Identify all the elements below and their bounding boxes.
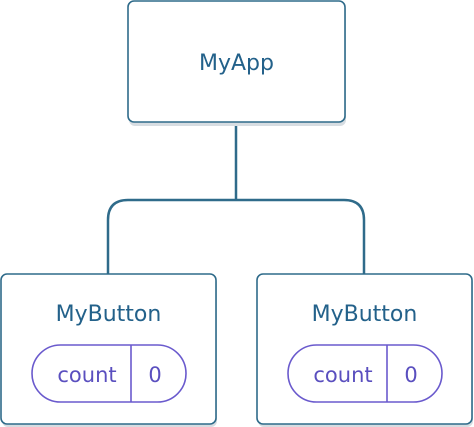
node-mybutton-right: MyButton count 0	[256, 273, 473, 427]
state-pill-right: count 0	[287, 344, 443, 403]
node-mybutton-left-label: MyButton	[56, 302, 162, 327]
state-name-right: count	[313, 363, 372, 387]
state-pill-left-outline	[31, 344, 187, 403]
node-myapp-box	[127, 0, 346, 123]
state-name-left: count	[57, 363, 116, 387]
tree-connectors	[106, 122, 366, 274]
node-myapp-label: MyApp	[199, 51, 274, 76]
state-pill-left: count 0	[31, 344, 187, 403]
state-value-left: 0	[148, 363, 161, 387]
state-pill-right-outline	[287, 344, 443, 403]
node-mybutton-right-label: MyButton	[312, 302, 418, 327]
node-mybutton-left: MyButton count 0	[0, 273, 217, 427]
state-value-right: 0	[404, 363, 417, 387]
connector-branch	[106, 198, 366, 274]
node-myapp: MyApp	[127, 0, 346, 126]
